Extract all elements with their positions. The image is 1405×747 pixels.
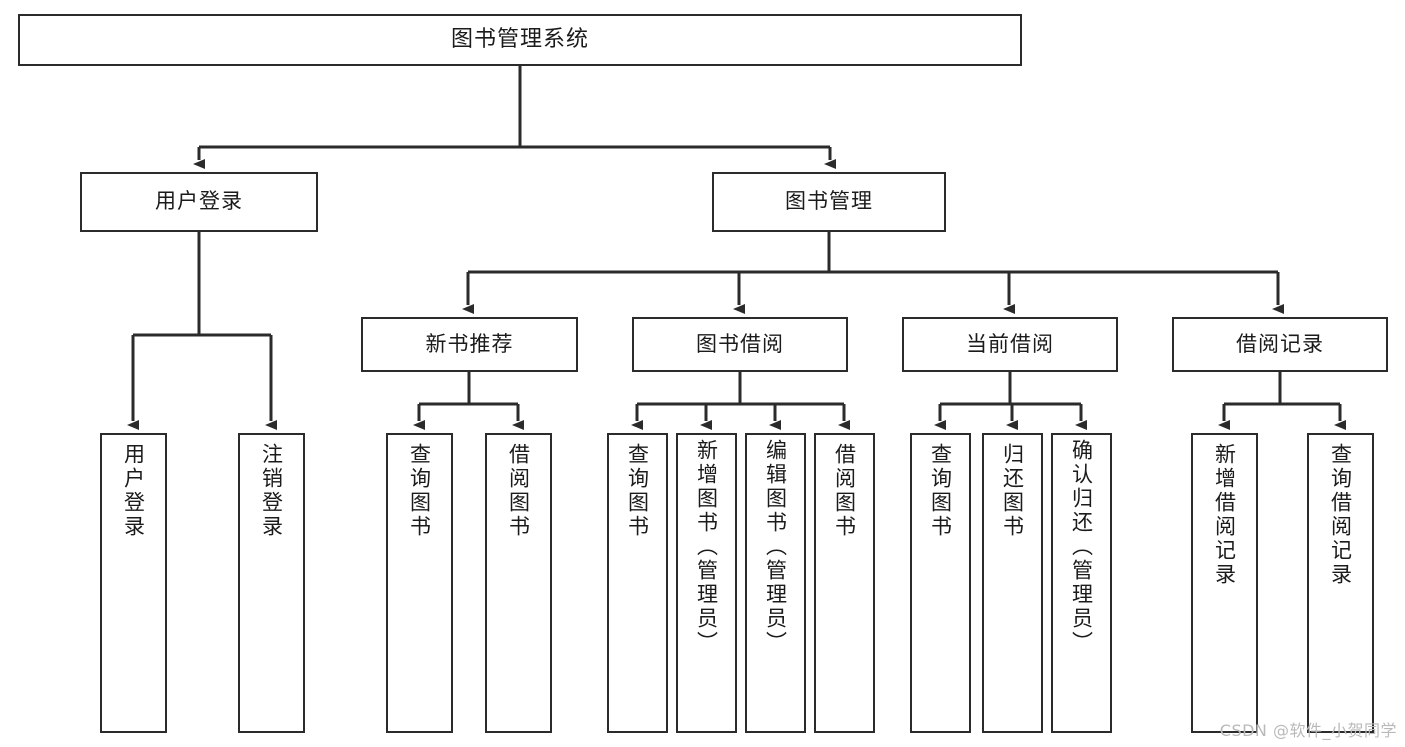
node-label: 归还图书 (1000, 443, 1025, 539)
node-leaf-return-book[interactable]: 归还图书 (982, 433, 1043, 733)
node-label: 新增图书（管理员） (694, 439, 719, 655)
node-label: 用户登录 (155, 189, 243, 214)
node-label: 图书借阅 (696, 331, 784, 356)
node-label: 查询图书 (407, 443, 432, 539)
node-label: 图书管理 (785, 189, 873, 214)
node-leaf-user-logout[interactable]: 注销登录 (238, 433, 305, 733)
node-leaf-edit-book[interactable]: 编辑图书（管理员） (745, 433, 806, 733)
node-book-manage[interactable]: 图书管理 (712, 172, 946, 232)
node-leaf-query-book-1[interactable]: 查询图书 (386, 433, 453, 733)
node-leaf-borrow-book-2[interactable]: 借阅图书 (814, 433, 875, 733)
node-label: 编辑图书（管理员） (763, 439, 788, 655)
node-label: 查询借阅记录 (1328, 443, 1353, 587)
node-leaf-add-book[interactable]: 新增图书（管理员） (676, 433, 737, 733)
node-label: 图书管理系统 (450, 26, 589, 52)
node-leaf-add-record[interactable]: 新增借阅记录 (1191, 433, 1258, 733)
node-label: 用户登录 (121, 443, 146, 539)
node-label: 当前借阅 (966, 331, 1054, 356)
node-leaf-query-book-3[interactable]: 查询图书 (910, 433, 971, 733)
node-label: 确认归还（管理员） (1069, 439, 1094, 655)
node-borrow-record[interactable]: 借阅记录 (1172, 317, 1388, 372)
node-root-system[interactable]: 图书管理系统 (18, 14, 1022, 66)
watermark: CSDN @软件_小贺同学 (1219, 721, 1397, 740)
node-label: 借阅图书 (506, 443, 531, 539)
node-leaf-user-login[interactable]: 用户登录 (100, 433, 167, 733)
node-leaf-query-record[interactable]: 查询借阅记录 (1307, 433, 1374, 733)
node-leaf-query-book-2[interactable]: 查询图书 (607, 433, 668, 733)
node-leaf-confirm-return[interactable]: 确认归还（管理员） (1051, 433, 1112, 733)
node-label: 注销登录 (259, 443, 284, 539)
node-label: 借阅记录 (1236, 331, 1324, 356)
node-leaf-borrow-book-1[interactable]: 借阅图书 (485, 433, 552, 733)
node-user-login[interactable]: 用户登录 (80, 172, 318, 232)
node-label: 查询图书 (928, 443, 953, 539)
node-new-book-recommend[interactable]: 新书推荐 (361, 317, 578, 372)
node-book-borrow[interactable]: 图书借阅 (632, 317, 848, 372)
node-label: 借阅图书 (832, 443, 857, 539)
node-label: 新书推荐 (425, 331, 514, 356)
node-current-borrow[interactable]: 当前借阅 (902, 317, 1118, 372)
node-label: 查询图书 (625, 443, 650, 539)
node-label: 新增借阅记录 (1212, 443, 1237, 587)
